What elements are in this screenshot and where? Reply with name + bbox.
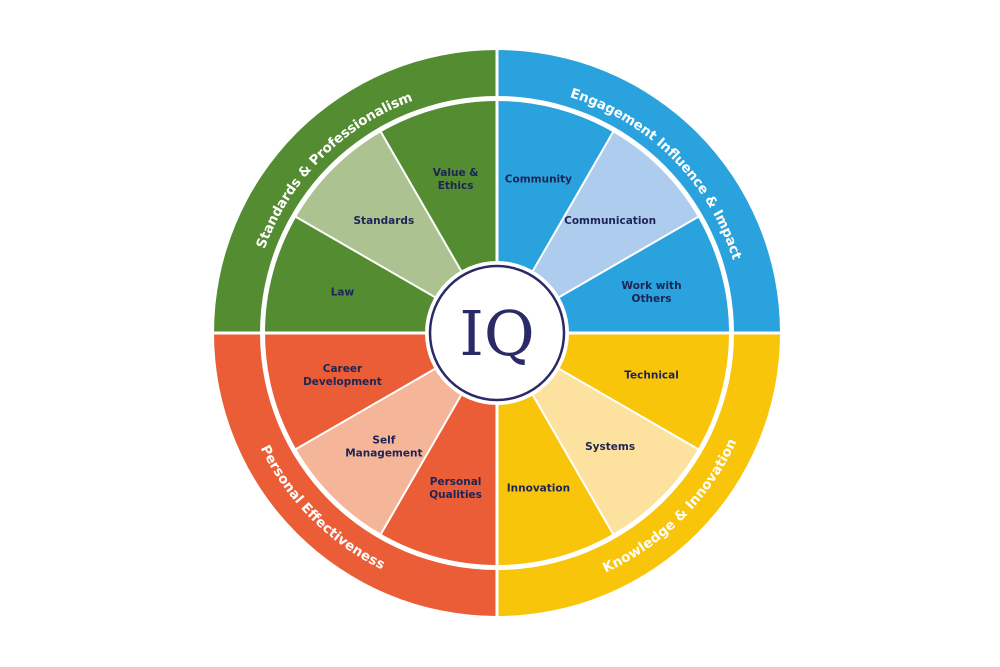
segment-divider xyxy=(379,130,464,275)
segment-label: Community xyxy=(505,173,572,185)
segment-work-with-others xyxy=(557,217,729,333)
segment-label-line: Technical xyxy=(624,369,679,381)
segment-career-development xyxy=(265,333,437,449)
competency-segments xyxy=(265,101,729,565)
segment-label-line: Qualities xyxy=(429,489,482,501)
segment-label-line: Others xyxy=(632,293,672,305)
segment-standards xyxy=(296,132,462,298)
segment-divider xyxy=(294,366,439,451)
segment-label: Communication xyxy=(564,215,656,227)
segment-systems xyxy=(532,368,698,534)
segment-innovation xyxy=(497,393,613,565)
segment-community xyxy=(497,101,613,273)
segment-label: Standards xyxy=(354,215,415,227)
segment-label: Systems xyxy=(585,441,635,453)
segment-label: Technical xyxy=(624,369,679,381)
segment-label-line: Development xyxy=(303,376,382,388)
center-hub xyxy=(425,261,569,405)
iq-logo-text: IQ xyxy=(459,297,534,370)
segment-label-line: Personal xyxy=(430,476,482,488)
segment-label: Value &Ethics xyxy=(433,167,479,192)
segment-label-line: Law xyxy=(331,287,355,299)
segment-dividers xyxy=(212,48,782,618)
segment-divider xyxy=(530,130,615,275)
segment-label: Law xyxy=(331,287,355,299)
segment-label-line: Systems xyxy=(585,441,635,453)
segment-law xyxy=(265,217,437,333)
segment-divider xyxy=(530,391,615,536)
segment-self-management xyxy=(296,368,462,534)
segment-divider xyxy=(555,366,700,451)
segment-label-line: Career xyxy=(323,363,363,375)
segment-communication xyxy=(532,132,698,298)
segment-label-line: Standards xyxy=(354,215,415,227)
segment-divider xyxy=(379,391,464,536)
center-hub-border xyxy=(428,264,566,402)
segment-divider xyxy=(294,215,439,300)
segment-label-line: Community xyxy=(505,173,572,185)
segment-technical xyxy=(557,333,729,449)
segment-label-line: Communication xyxy=(564,215,656,227)
segment-label-line: Self xyxy=(372,435,395,447)
segment-label-line: Innovation xyxy=(507,483,570,495)
segment-label-line: Work with xyxy=(622,280,682,292)
segment-label-line: Ethics xyxy=(438,180,474,192)
segment-label-line: Management xyxy=(345,448,422,460)
segment-label: Innovation xyxy=(507,483,570,495)
segment-personal-qualities xyxy=(381,393,497,565)
segment-label-line: Value & xyxy=(433,167,479,179)
segment-divider xyxy=(555,215,700,300)
segment-value-and-ethics xyxy=(381,101,497,273)
